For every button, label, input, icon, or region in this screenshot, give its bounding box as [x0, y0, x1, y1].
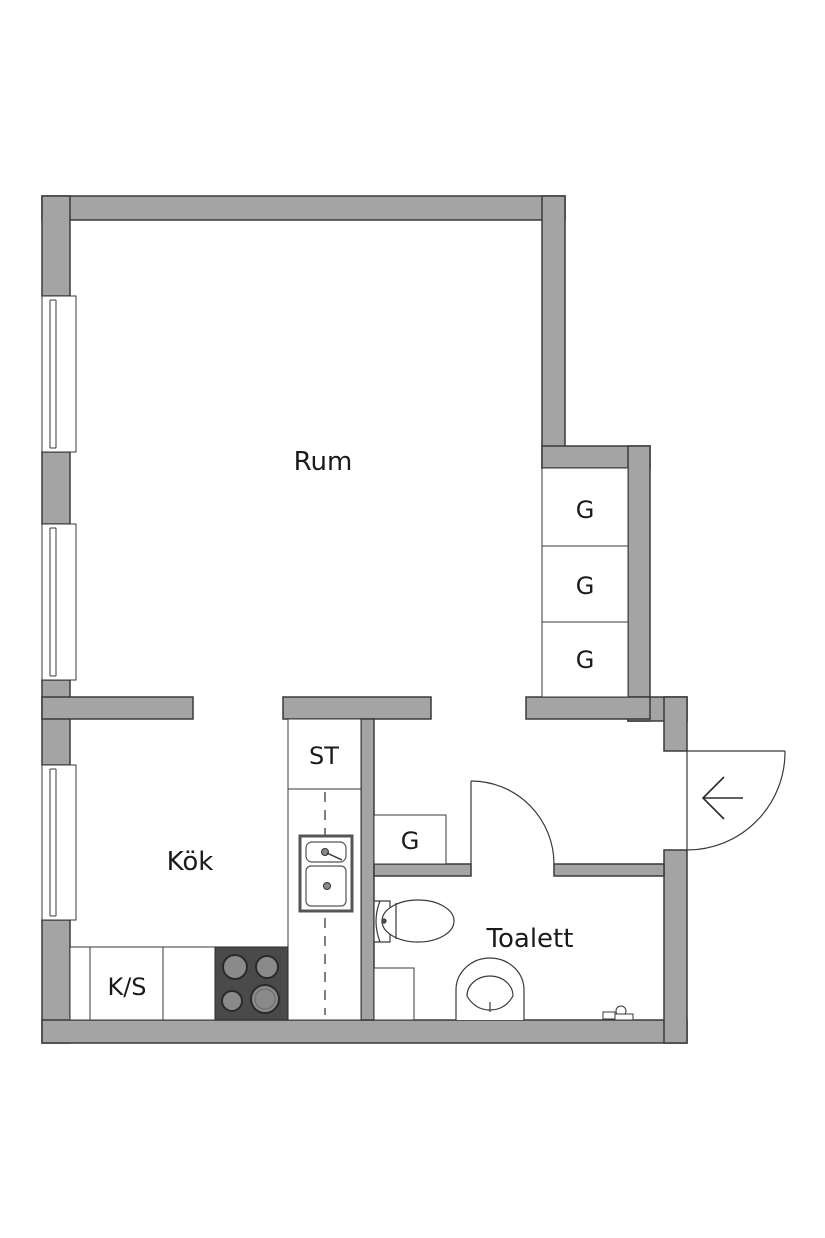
wall-hall-right-bottom: [663, 849, 688, 1044]
windows: [41, 295, 77, 921]
wardrobe-hall: [373, 814, 447, 865]
wall-hall-right-top: [663, 696, 688, 752]
room-label-kok: Kök: [167, 847, 214, 877]
wardrobe-1: [541, 467, 629, 547]
room-label-toalett: Toalett: [486, 924, 574, 954]
wall-rum-hall: [525, 696, 651, 720]
window-2: [41, 523, 77, 681]
walls: [41, 195, 688, 1044]
washbasin-icon: [455, 957, 525, 1020]
wall-left-3: [41, 679, 71, 766]
wall-bottom: [41, 1019, 688, 1044]
wardrobe-2-label: G: [576, 572, 595, 600]
window-3: [41, 764, 77, 921]
wall-left-1: [41, 195, 71, 297]
stove-icon: [214, 946, 289, 1021]
toilet-cabinet: [373, 967, 415, 1021]
toilet-icon: [373, 899, 455, 943]
floor-drain-icon: [602, 1005, 634, 1021]
window-1: [41, 295, 77, 453]
arrow-left-icon: [701, 776, 743, 820]
entrance-door[interactable]: [686, 750, 786, 851]
wardrobe-stack: [541, 467, 629, 698]
wall-toilet-top-left: [373, 863, 472, 877]
fridge-freezer-label: K/S: [107, 973, 146, 1001]
wardrobe-3-label: G: [576, 646, 595, 674]
room-label-rum: Rum: [294, 447, 353, 477]
wardrobe-2: [541, 545, 629, 623]
broom-closet: [287, 718, 362, 790]
sink-icon: [298, 834, 354, 913]
wall-niche-right: [627, 445, 651, 722]
wardrobe-1-label: G: [576, 496, 595, 524]
broom-closet-label: ST: [309, 742, 339, 770]
wardrobe-hall-label: G: [401, 827, 420, 855]
wall-rum-kok: [41, 696, 194, 720]
wall-rum-right: [541, 195, 566, 469]
wall-top: [41, 195, 566, 221]
toilet-door[interactable]: [470, 780, 555, 865]
wall-rum-st: [282, 696, 432, 720]
wardrobe-3: [541, 621, 629, 698]
wall-kitchen-hall: [360, 718, 375, 1021]
wall-left-2: [41, 451, 71, 525]
wall-toilet-top-right: [553, 863, 665, 877]
